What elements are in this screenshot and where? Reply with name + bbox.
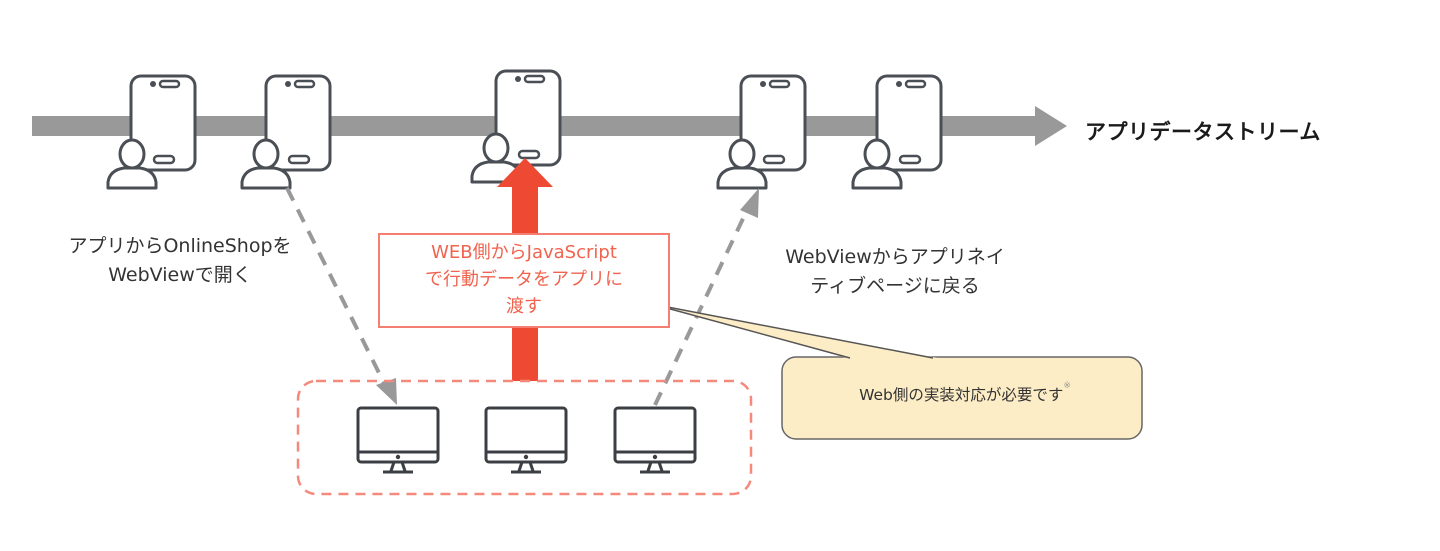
label-line: WebViewからアプリネイ	[785, 246, 1005, 268]
back-to-native-arrow	[653, 188, 759, 406]
js-box-line: 渡す	[506, 296, 542, 317]
label-line: WebViewで開く	[108, 264, 252, 286]
js-box-line: で行動データをアプリに	[425, 269, 623, 290]
back-to-native-label: WebViewからアプリネイ ティブページに戻る	[745, 243, 1045, 301]
desktop-monitor-icon	[484, 406, 568, 474]
js-transfer-box: WEB側からJavaScript で行動データをアプリに 渡す	[378, 233, 670, 328]
callout-text: Web側の実装対応が必要です※	[790, 381, 1140, 405]
js-box-line: WEB側からJavaScript	[431, 242, 617, 263]
label-line: アプリからOnlineShopを	[68, 235, 292, 257]
callout-bubble	[651, 303, 1143, 440]
desktop-monitor-icon	[613, 406, 697, 474]
label-line: ティブページに戻る	[810, 275, 980, 297]
callout-message: Web側の実装対応が必要です	[859, 386, 1064, 404]
desktop-monitor-icon	[356, 406, 440, 474]
footnote-mark: ※	[1063, 381, 1071, 391]
open-webview-label: アプリからOnlineShopを WebViewで開く	[30, 232, 330, 290]
open-webview-arrow	[285, 187, 397, 405]
web-pages-group	[296, 379, 753, 496]
stream-label: アプリデータストリーム	[1085, 120, 1321, 144]
